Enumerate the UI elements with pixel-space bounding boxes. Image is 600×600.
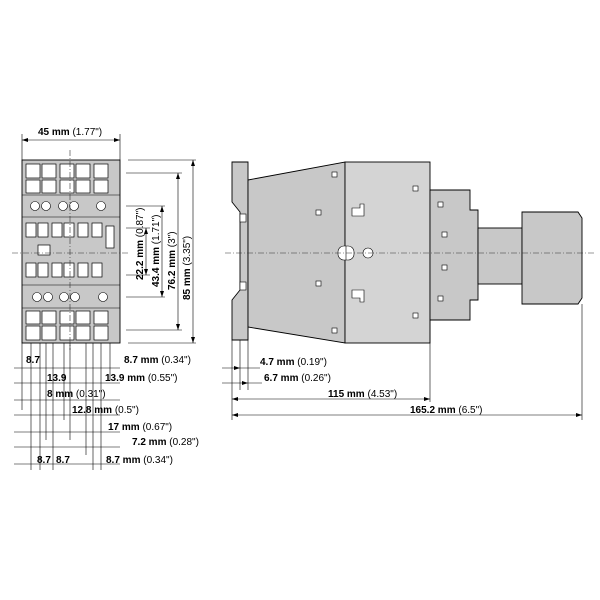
- dim-h-8-7-left: 8.7: [26, 355, 40, 366]
- dim-side-165-2: 165.2 mm (6.5"): [410, 405, 483, 416]
- dim-h-8-7-a: 8.7: [37, 455, 51, 466]
- dim-h-8-7-c: 8.7 mm (0.34"): [106, 455, 173, 466]
- top-terminals: [25, 163, 109, 194]
- dim-width-total: 45 mm (1.77"): [38, 127, 102, 138]
- side-dimensions: 4.7 mm (0.19") 6.7 mm (0.26") 115 mm (4.…: [222, 304, 583, 420]
- dim-43-4: 43.4 mm (1.71"): [151, 215, 162, 288]
- dim-h-8-7-right: 8.7 mm (0.34"): [124, 355, 191, 366]
- screw-row-top: [30, 201, 106, 211]
- front-dimensions: 45 mm (1.77") 22.2 mm (0.87") 43.4 mm (1…: [14, 127, 199, 470]
- middle-terminals: [25, 222, 115, 278]
- dim-h-12-8: 12.8 mm (0.5"): [72, 405, 139, 416]
- dim-h-13-9-left: 13.9: [47, 373, 67, 384]
- dim-side-6-7: 6.7 mm (0.26"): [264, 373, 331, 384]
- side-body-endcap: [521, 211, 583, 305]
- side-body-left: [247, 161, 346, 344]
- dim-85: 85 mm (3.35"): [182, 236, 193, 300]
- dim-h-8-7-b: 8.7: [56, 455, 70, 466]
- dim-side-115: 115 mm (4.53"): [328, 389, 397, 400]
- dim-76-2: 76.2 mm (3"): [167, 231, 178, 290]
- mounting-clip: [231, 161, 249, 341]
- dim-h-13-9-right: 13.9 mm (0.55"): [105, 373, 178, 384]
- side-view: [225, 161, 595, 344]
- dim-h-17: 17 mm (0.67"): [108, 422, 172, 433]
- dim-h-8: 8 mm (0.31"): [47, 389, 106, 400]
- side-body-neck: [477, 227, 523, 285]
- front-view: [12, 150, 130, 350]
- dim-side-4-7: 4.7 mm (0.19"): [260, 357, 327, 368]
- side-body-step: [429, 189, 479, 321]
- dim-22-2: 22.2 mm (0.87"): [135, 208, 146, 281]
- bottom-terminals: [25, 310, 109, 341]
- screw-row-bottom: [32, 292, 108, 302]
- dim-h-7-2: 7.2 mm (0.28"): [132, 437, 199, 448]
